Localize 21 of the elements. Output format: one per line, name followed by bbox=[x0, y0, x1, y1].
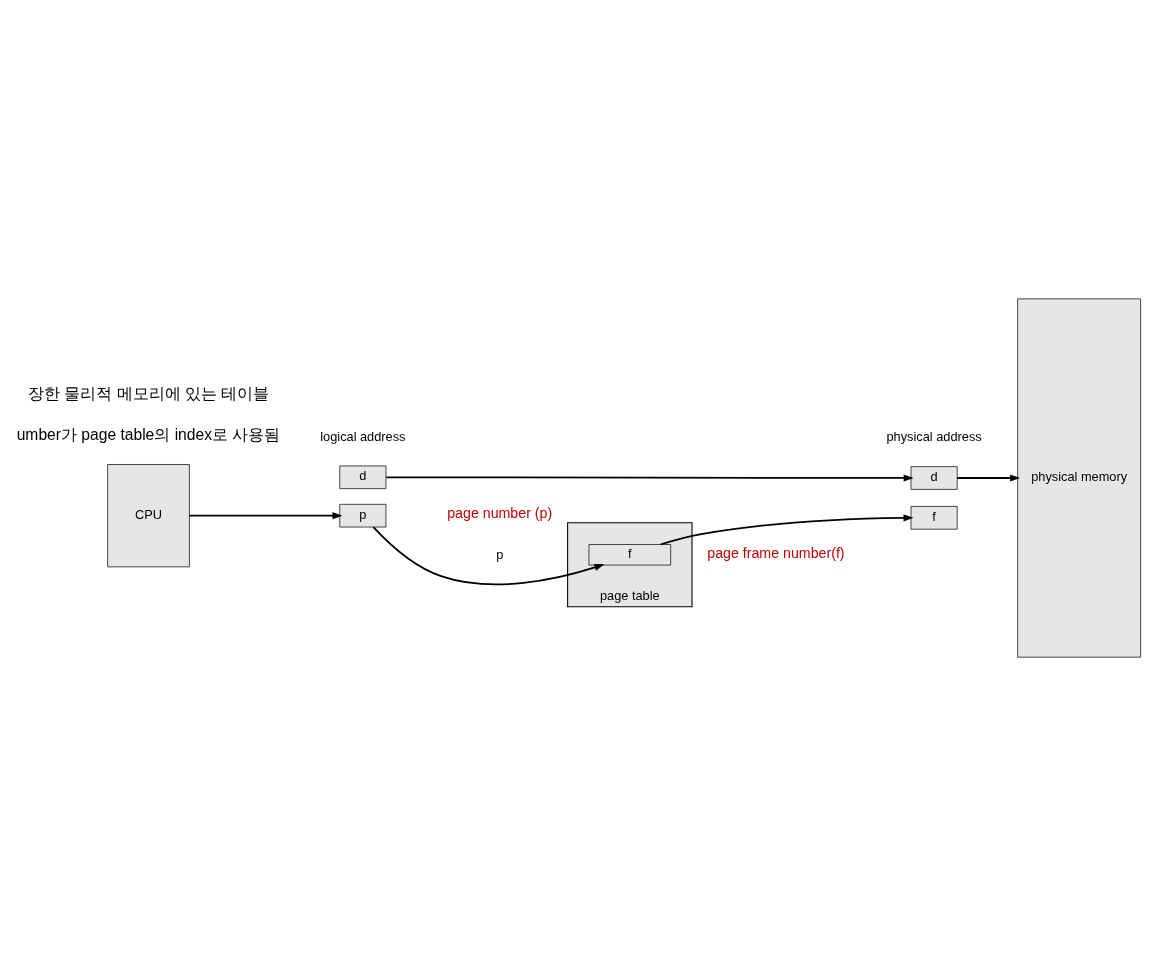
label: page frame number(f) bbox=[707, 544, 845, 561]
label: physical address bbox=[886, 428, 982, 444]
node-label: page table bbox=[599, 587, 660, 603]
node-box: d bbox=[339, 465, 387, 489]
node-box: p bbox=[339, 503, 387, 527]
label: page number (p) bbox=[447, 504, 553, 521]
node-box: physical memory bbox=[1017, 298, 1141, 657]
arrow bbox=[659, 513, 914, 545]
arrow bbox=[372, 525, 605, 585]
arrow bbox=[385, 473, 914, 481]
node-box: f bbox=[588, 543, 672, 565]
arrow bbox=[956, 474, 1021, 481]
node-box: f bbox=[910, 505, 958, 530]
label: umber가 page table의 index로 사용됨 bbox=[16, 425, 281, 443]
label: 장한 물리적 메모리에 있는 테이블 bbox=[27, 384, 270, 402]
node-box: CPU bbox=[107, 463, 190, 567]
cluster bbox=[567, 521, 693, 607]
node-box: d bbox=[910, 465, 958, 490]
label: logical address bbox=[320, 428, 406, 444]
label: p bbox=[496, 546, 504, 562]
arrow bbox=[188, 511, 343, 519]
